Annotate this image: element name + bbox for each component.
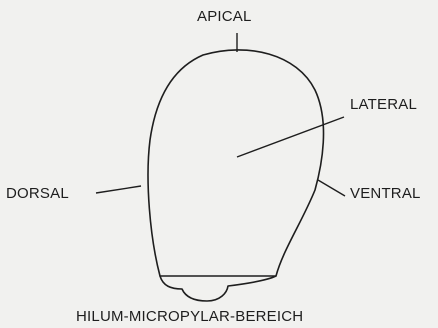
hilum-bulge-outline	[160, 276, 276, 301]
label-hilum-micropylar-region: HILUM-MICROPYLAR-BEREICH	[76, 309, 303, 324]
seed-body-outline	[148, 50, 323, 276]
dorsal-leader-line	[96, 186, 141, 193]
label-lateral: LATERAL	[350, 97, 417, 112]
label-ventral: VENTRAL	[350, 186, 421, 201]
ventral-leader-line	[318, 180, 345, 196]
lateral-leader-line	[237, 117, 344, 157]
label-dorsal: DORSAL	[6, 186, 69, 201]
label-apical: APICAL	[197, 9, 252, 24]
